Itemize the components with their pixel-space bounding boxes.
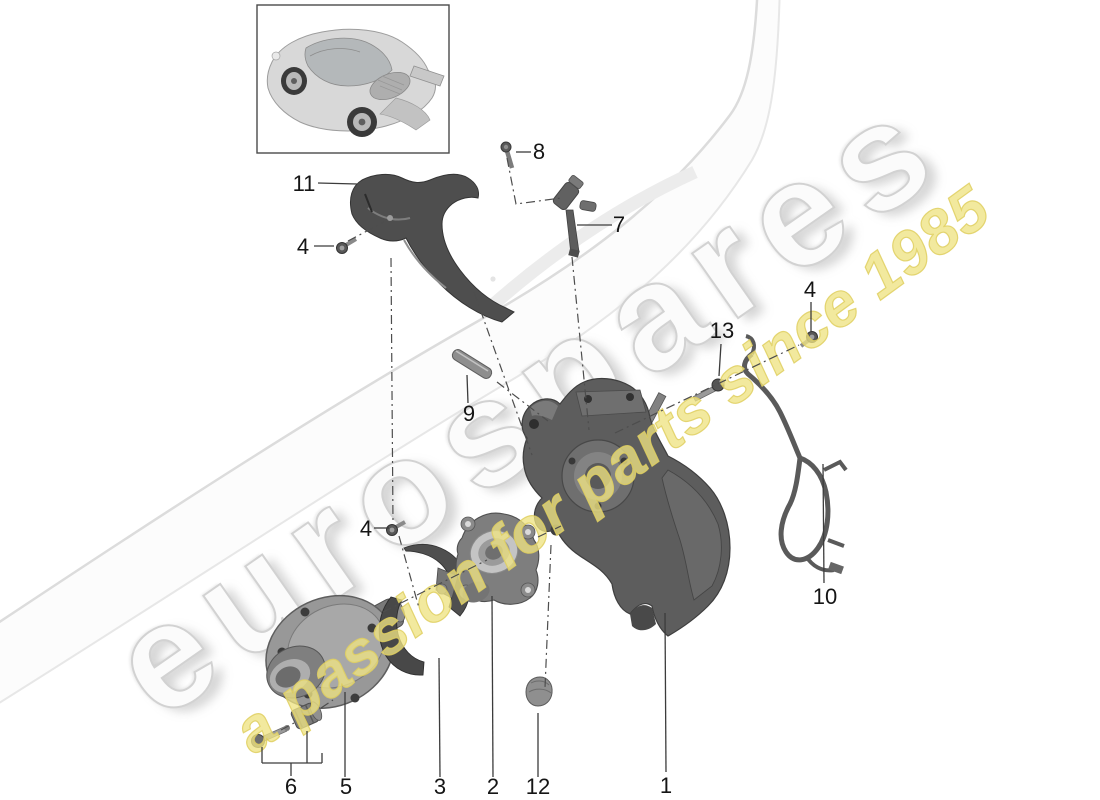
part-7-sensor [552,174,597,258]
swoosh-edge-lower [0,0,781,704]
part-8-bolt [500,141,515,169]
callout-label-13[interactable]: 13 [709,318,735,343]
callout-label-3[interactable]: 3 [433,774,447,799]
part-2-bearing-housing [455,512,540,605]
part-11-heat-shield [349,173,515,323]
callout-label-1[interactable]: 1 [659,773,673,798]
swoosh-edge-upper [0,0,759,624]
swoosh-highlight-arc [480,166,698,317]
callout-label-12[interactable]: 12 [525,774,551,799]
part-10-bracket [742,334,848,575]
part-9-pin [451,349,493,379]
callout-label-10[interactable]: 10 [812,584,838,609]
part-4-bolt-middle [386,520,406,536]
part-5-wheel-hub [265,594,406,710]
callout-label-4b[interactable]: 4 [803,277,817,302]
swoosh-band [0,0,780,715]
part-4-bolt-upper-left [336,237,358,254]
callout-label-4c[interactable]: 4 [359,516,373,541]
callout-6-bracket [261,731,323,776]
assembly-axis-lines [280,157,800,731]
car-thumbnail-box [256,4,450,154]
callout-label-5[interactable]: 5 [339,774,353,799]
porsche-911-car-thumbnail-icon [266,28,445,137]
callout-label-11[interactable]: 11 [292,171,316,196]
part-3-brake-shoes [378,544,470,676]
part-6-bolt-and-nut [251,701,323,748]
callout-label-6[interactable]: 6 [284,774,298,799]
callout-leader-lines [261,151,825,778]
callout-label-2[interactable]: 2 [486,774,500,799]
callout-label-9[interactable]: 9 [462,401,476,426]
part-1-wheel-carrier [521,377,731,637]
callout-label-4a[interactable]: 4 [296,234,310,259]
part-4-bolt-right [799,331,818,348]
callout-label-8[interactable]: 8 [532,139,546,164]
callout-label-7[interactable]: 7 [612,212,626,237]
